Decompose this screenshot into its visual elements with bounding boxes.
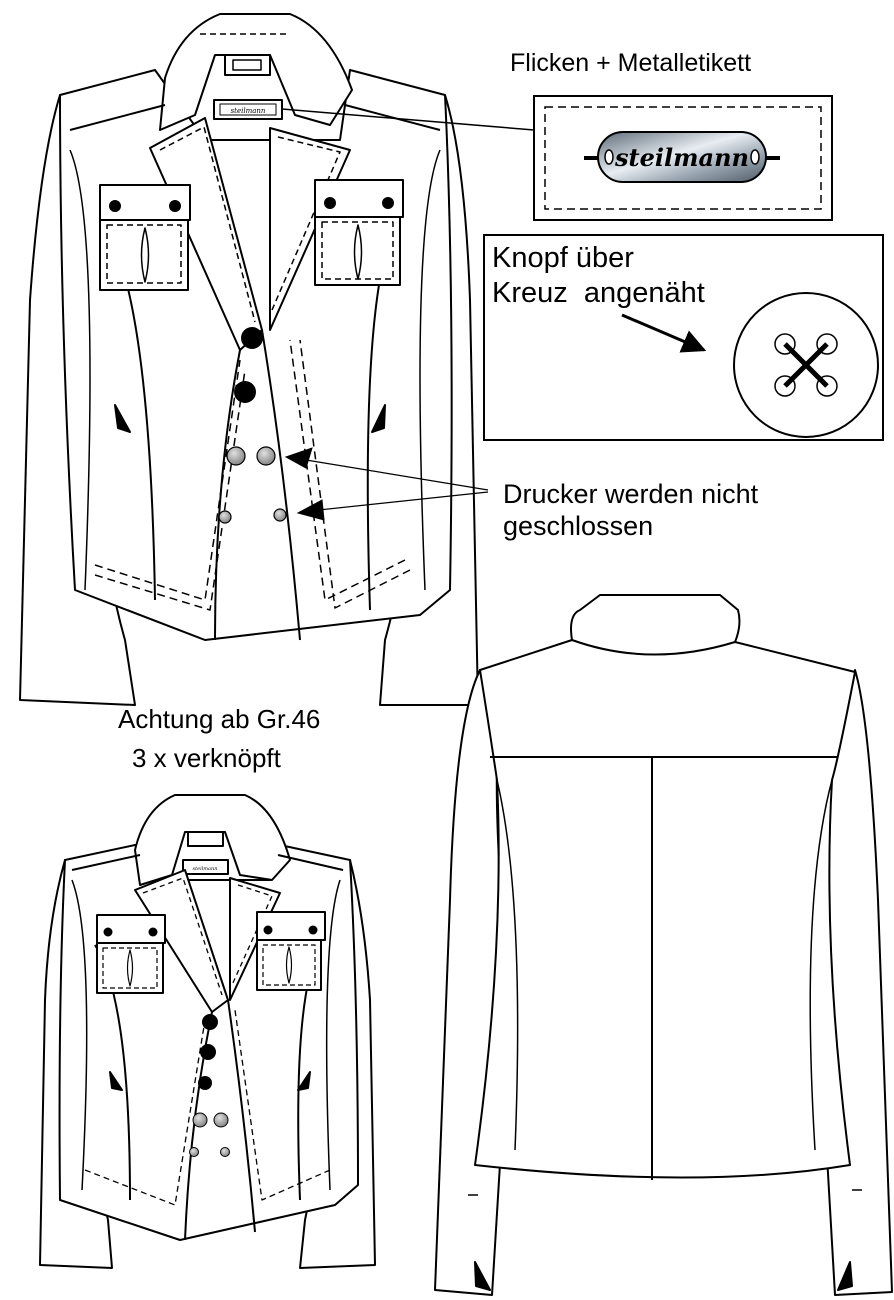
size-note-line1: Achtung ab Gr.46 [118, 704, 321, 734]
jacket-button [234, 381, 256, 403]
button-note-line1: Knopf über [492, 242, 634, 274]
snap-fastener [218, 510, 232, 524]
snap-fastener [213, 1112, 229, 1128]
size-note: Achtung ab Gr.46 3 x verknöpft [118, 704, 320, 774]
metal-label-brand: steilmann [614, 143, 749, 172]
jacket-button [241, 327, 263, 349]
snap-fastener [273, 508, 287, 522]
snap-note-line2: geschlossen [503, 511, 654, 542]
jacket-button [202, 1014, 218, 1030]
size-note-line2: 3 x verknöpft [132, 743, 281, 774]
pocket-button [324, 197, 336, 209]
button-note-line2: Kreuz angenäht [492, 276, 705, 309]
jacket-button [198, 1076, 212, 1090]
arrow-icon [621, 313, 707, 353]
front-buttons-large [109, 197, 394, 524]
collar-tag-text: steilmann [231, 107, 266, 115]
metal-label-icon: steilmann [584, 131, 780, 183]
jacket-front-large: steilmann [19, 13, 479, 706]
snap-callout-lines [284, 447, 489, 521]
pocket-button [382, 197, 394, 209]
jacket-back [434, 594, 893, 1296]
pocket-button [148, 927, 158, 937]
button-detail-box [483, 234, 884, 441]
snap-fastener [189, 1147, 199, 1157]
arrow-icon [296, 499, 325, 521]
button-cross-stitch-icon [733, 292, 879, 438]
snap-fastener [192, 1112, 208, 1128]
snap-fastener [220, 1147, 230, 1157]
arrow-icon [284, 447, 313, 469]
pocket-button [308, 925, 318, 935]
button-note: Knopf über Kreuz angenäht [492, 241, 705, 311]
leader-line [281, 108, 535, 131]
pocket-button [109, 200, 121, 212]
snap-fastener [226, 446, 246, 466]
collar-tag-text-small: steilmann [193, 866, 218, 872]
pocket-button [263, 925, 273, 935]
jacket-button [200, 1044, 216, 1060]
patch-title: Flicken + Metalletikett [510, 48, 751, 78]
snap-fastener [256, 446, 276, 466]
pocket-button [169, 200, 181, 212]
patch-title-text: Flicken + Metalletikett [510, 49, 752, 77]
snap-note-line1: Drucker werden nicht [503, 479, 759, 509]
jacket-front-small: steilmann [39, 794, 376, 1269]
pocket-button [103, 927, 113, 937]
patch-detail-box: steilmann [533, 95, 833, 221]
snap-note: Drucker werden nicht geschlossen [503, 478, 758, 543]
front-buttons-small [103, 925, 318, 1157]
